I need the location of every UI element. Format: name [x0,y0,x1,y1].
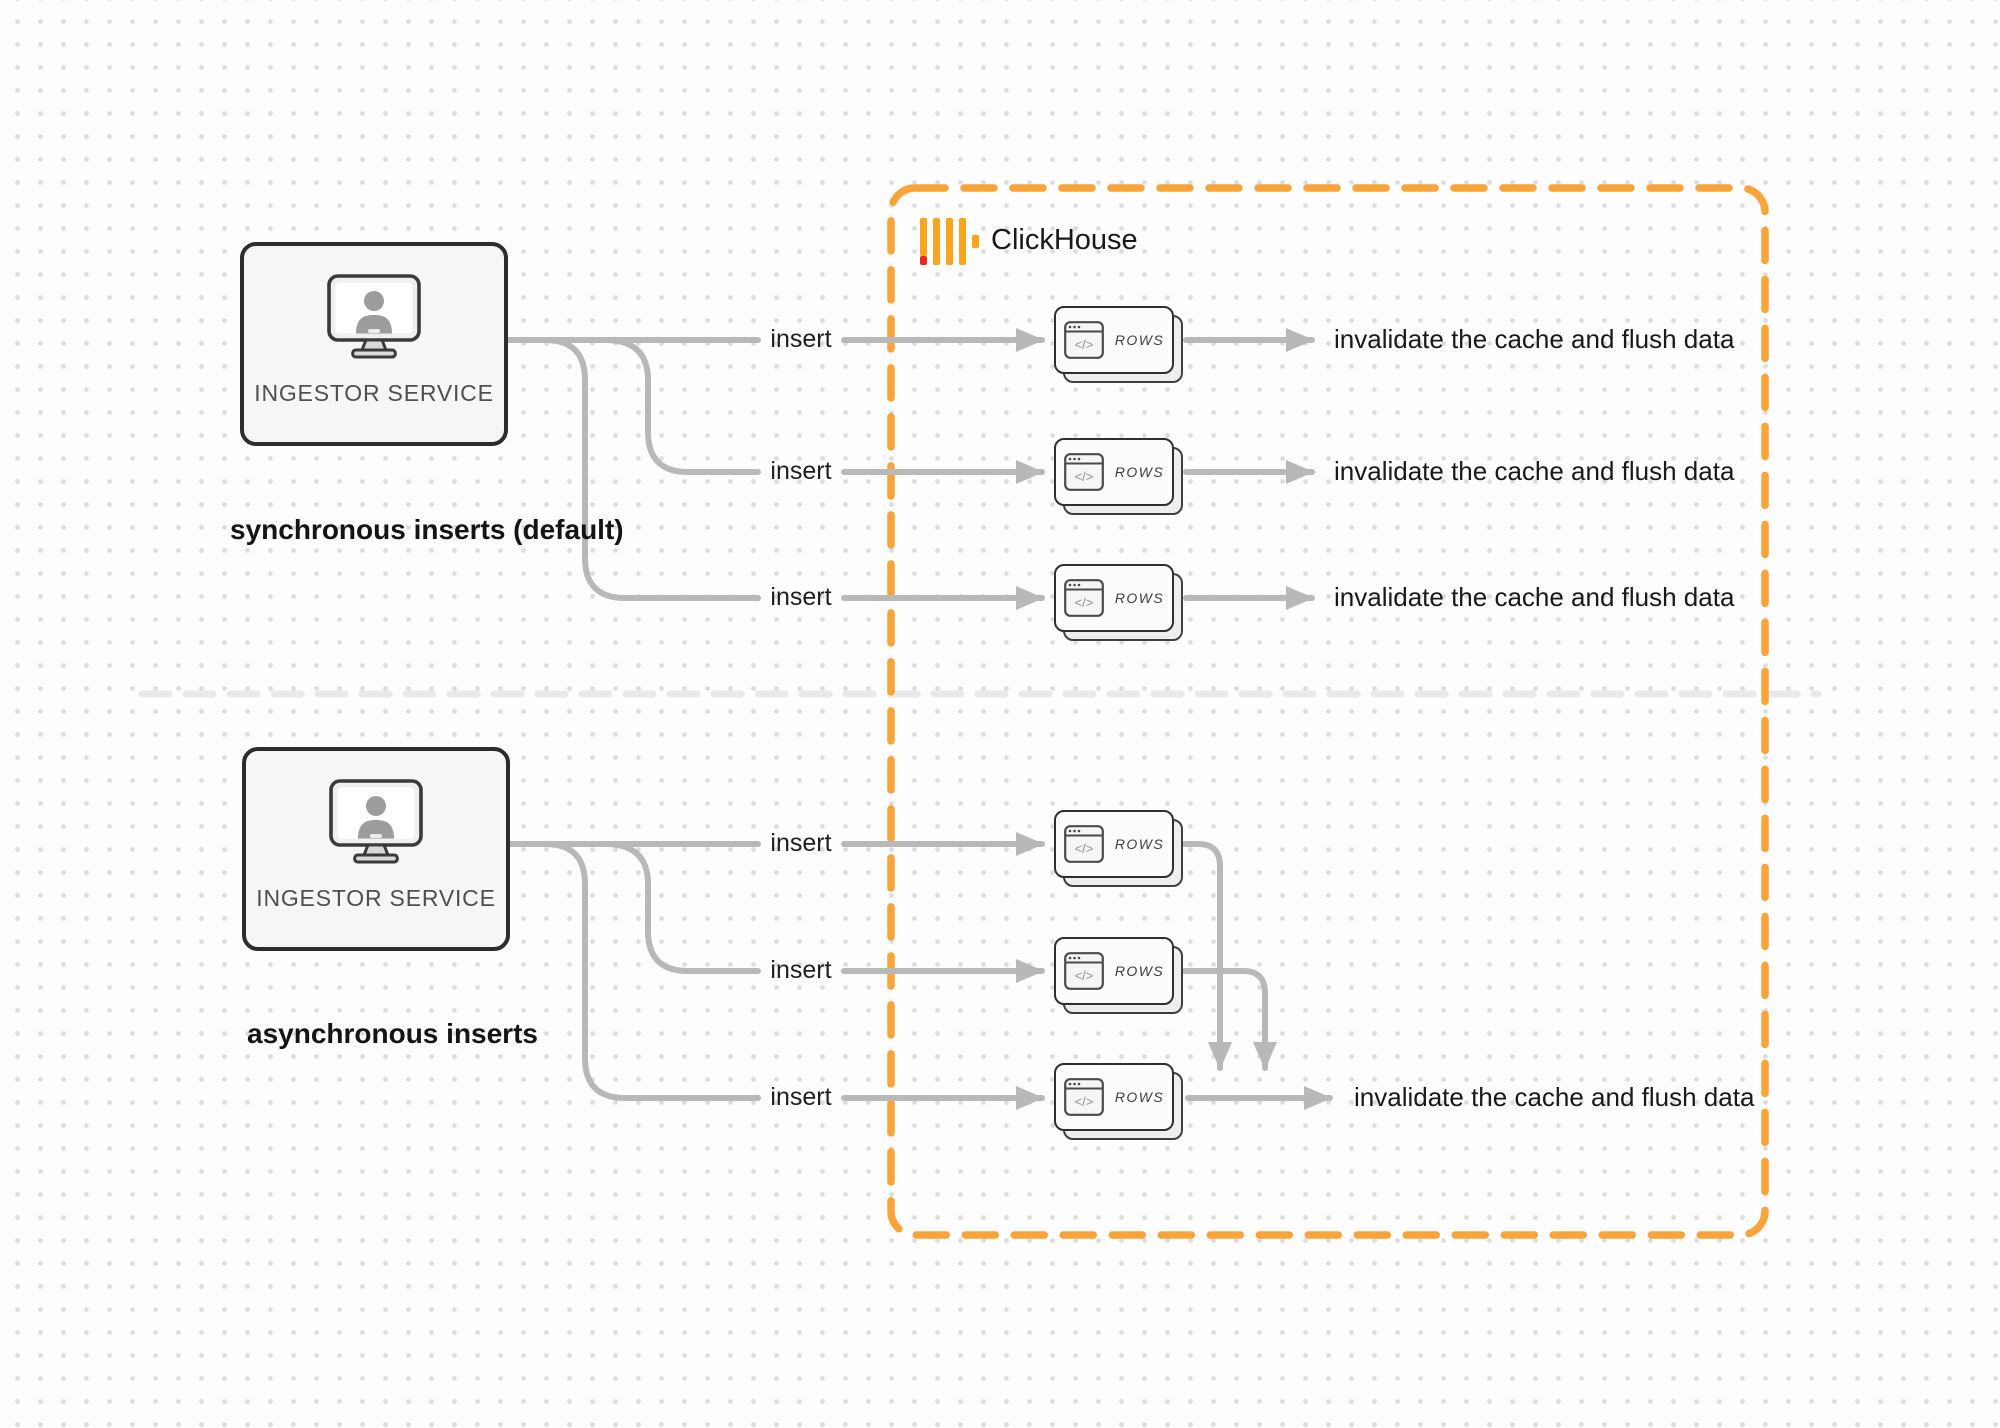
svg-text:</>: </> [1075,1094,1094,1109]
clickhouse-logo-icon [920,218,979,265]
monitor-user-icon [327,274,421,359]
sync-branch-row2 [602,337,761,475]
browser-code-icon: </> [1064,952,1104,990]
svg-text:</>: </> [1075,968,1094,983]
browser-code-icon: </> [1064,321,1104,359]
rows-table-label: ROWS [1114,464,1165,480]
monitor-user-icon [329,779,423,864]
result-label: invalidate the cache and flush data [1334,323,1735,354]
insert-label: insert [770,324,832,353]
browser-code-icon: </> [1064,453,1104,491]
sync-caption: synchronous inserts (default) [230,514,624,545]
ingestor-service-box-sync: INGESTOR SERVICE [240,242,508,446]
clickhouse-label: ClickHouse [991,223,1138,256]
rows-card: </> ROWS [1054,306,1183,383]
clickhouse-region-border [887,184,1769,1239]
browser-code-icon: </> [1064,579,1104,617]
async-branch-row2 [602,841,761,974]
async-flush-arrow-row2 [1181,968,1277,1071]
svg-text:</>: </> [1075,841,1094,856]
rows-table-label: ROWS [1114,332,1165,348]
svg-text:</>: </> [1075,469,1094,484]
async-caption: asynchronous inserts [247,1018,538,1049]
result-label: invalidate the cache and flush data [1334,455,1735,486]
rows-table-label: ROWS [1114,1089,1165,1105]
ingestor-service-label: INGESTOR SERVICE [256,885,496,911]
insert-label: insert [770,582,832,611]
async-flush-arrow-row1 [1181,841,1232,1071]
rows-card: </> ROWS [1054,937,1183,1014]
rows-card: </> ROWS [1054,564,1183,641]
browser-code-icon: </> [1064,825,1104,863]
browser-code-icon: </> [1064,1078,1104,1116]
ingestor-service-box-async: INGESTOR SERVICE [242,747,510,951]
insert-label: insert [770,828,832,857]
rows-table-label: ROWS [1114,590,1165,606]
insert-label: insert [770,955,832,984]
insert-label: insert [770,456,832,485]
svg-text:</>: </> [1075,337,1094,352]
sync-branch-row3 [542,337,761,601]
rows-table-label: ROWS [1114,836,1165,852]
svg-text:</>: </> [1075,595,1094,610]
async-branch-row3 [542,841,761,1101]
rows-card: </> ROWS [1054,810,1183,887]
rows-table-label: ROWS [1114,963,1165,979]
insert-label: insert [770,1082,832,1111]
result-label: invalidate the cache and flush data [1334,581,1735,612]
rows-card: </> ROWS [1054,438,1183,515]
rows-card: </> ROWS [1054,1063,1183,1140]
result-label: invalidate the cache and flush data [1354,1081,1755,1112]
ingestor-service-label: INGESTOR SERVICE [254,380,494,406]
